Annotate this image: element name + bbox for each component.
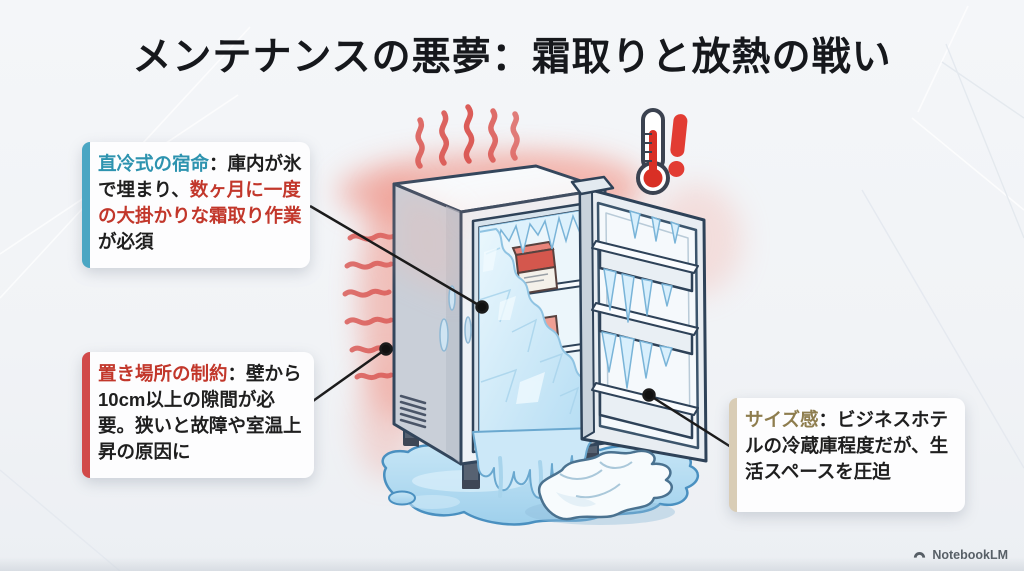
heat-waves-side-icon bbox=[342, 232, 397, 381]
exclamation-icon bbox=[668, 114, 688, 177]
callout-text-segment: ：壁から10cm以上の隙間が必要。狭いと故障や室温上昇の原因に bbox=[98, 363, 302, 462]
thermometer-icon bbox=[636, 108, 670, 195]
callout-text-segment: サイズ感 bbox=[745, 409, 819, 430]
callout-size: サイズ感：ビジネスホテルの冷蔵庫程度だが、生活スペースを圧迫 bbox=[729, 398, 965, 512]
door-bin bbox=[591, 240, 699, 440]
condensation-drips bbox=[439, 285, 472, 352]
callout-text-segment: が必須 bbox=[98, 231, 154, 252]
bottom-fade bbox=[0, 557, 1024, 571]
heat-waves-top-icon bbox=[415, 104, 520, 169]
freezer-interior bbox=[479, 209, 589, 446]
callout-text-segment: ：庫内が氷で埋まり、 bbox=[98, 153, 302, 200]
page-title: メンテナンスの悪夢：霜取りと放熱の戦い bbox=[132, 36, 892, 79]
callout-text-segment: ：ビジネスホテルの冷蔵庫程度だが、生活スペースを圧迫 bbox=[745, 409, 949, 482]
notebooklm-logo-icon bbox=[914, 552, 926, 558]
callout-accent-bar bbox=[729, 398, 737, 512]
towel bbox=[525, 449, 675, 525]
callout-defrost: 直冷式の宿命：庫内が氷で埋まり、数ヶ月に一度の大掛かりな霜取り作業が必須 bbox=[82, 142, 310, 268]
callout-placement: 置き場所の制約：壁から10cm以上の隙間が必要。狭いと故障や室温上昇の原因に bbox=[82, 352, 314, 478]
callout-accent-bar bbox=[82, 352, 90, 478]
door-icicles bbox=[601, 210, 680, 389]
callout-text-segment: 数ヶ月に一度の大掛かりな霜取り作業 bbox=[98, 179, 302, 226]
callout-accent-bar bbox=[82, 142, 90, 268]
callout-text-segment: 直冷式の宿命 bbox=[98, 153, 210, 174]
door-hinge bbox=[570, 175, 615, 196]
callout-text-segment: 置き場所の制約 bbox=[98, 363, 228, 384]
freezer-door bbox=[570, 175, 708, 463]
callout-lines bbox=[309, 204, 732, 449]
